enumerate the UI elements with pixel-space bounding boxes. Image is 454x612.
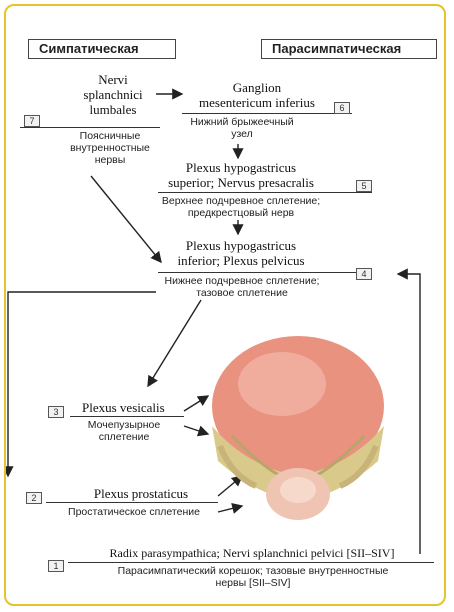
- prostatic-plexus-latin: Plexus prostaticus: [66, 486, 216, 501]
- ganglion-russian: Нижний брыжеечный узел: [182, 116, 302, 140]
- vesical-plexus-latin: Plexus vesicalis: [72, 400, 194, 415]
- radix-rule: [68, 562, 434, 563]
- vesical-plexus-rule: [70, 416, 184, 417]
- arrow-inferior-to-vesical: [148, 300, 201, 386]
- number-label-3: 3: [48, 406, 64, 418]
- prostatic-plexus-russian: Простатическое сплетение: [50, 506, 218, 518]
- arrow-prostatic-to-prostate-2: [218, 506, 242, 512]
- ganglion-latin: Ganglion mesentericum inferius: [182, 80, 332, 110]
- number-label-5: 5: [356, 180, 372, 192]
- lumbar-nerves-russian: Поясничные внутренностные нервы: [58, 130, 162, 166]
- line-inferior-to-prostatic: [8, 292, 156, 476]
- inferior-plexus-latin: Plexus hypogastricus inferior; Plexus pe…: [156, 238, 326, 268]
- vesical-plexus-russian: Мочепузырное сплетение: [72, 419, 176, 443]
- radix-russian: Парасимпатический корешок; тазовые внутр…: [72, 565, 434, 589]
- inferior-plexus-russian: Нижнее подчревное сплетение; тазовое спл…: [154, 275, 330, 299]
- diagram-panel: Симпатическая Парасимпатическая: [4, 4, 446, 606]
- number-label-6: 6: [334, 102, 350, 114]
- ganglion-rule: [182, 113, 352, 114]
- prostate-illustration: [266, 468, 330, 520]
- lumbar-nerves-latin: Nervi splanchnici lumbales: [66, 72, 160, 117]
- superior-plexus-russian: Верхнее подчревное сплетение; предкрестц…: [156, 195, 326, 219]
- superior-plexus-rule: [158, 192, 372, 193]
- prostatic-plexus-rule: [46, 502, 218, 503]
- number-label-2: 2: [26, 492, 42, 504]
- line-radix-to-inferior: [398, 274, 420, 554]
- number-label-7: 7: [24, 115, 40, 127]
- radix-latin: Radix parasympathica; Nervi splanchnici …: [72, 546, 432, 561]
- arrow-prostatic-to-prostate-1: [218, 476, 242, 496]
- number-label-4: 4: [356, 268, 372, 280]
- number-label-1: 1: [48, 560, 64, 572]
- superior-plexus-latin: Plexus hypogastricus superior; Nervus pr…: [156, 160, 326, 190]
- lumbar-nerves-rule: [20, 127, 160, 128]
- inferior-plexus-rule: [158, 272, 372, 273]
- arrow-lumbar-to-inferior: [91, 176, 161, 262]
- arrow-vesical-to-bladder-2: [184, 426, 208, 434]
